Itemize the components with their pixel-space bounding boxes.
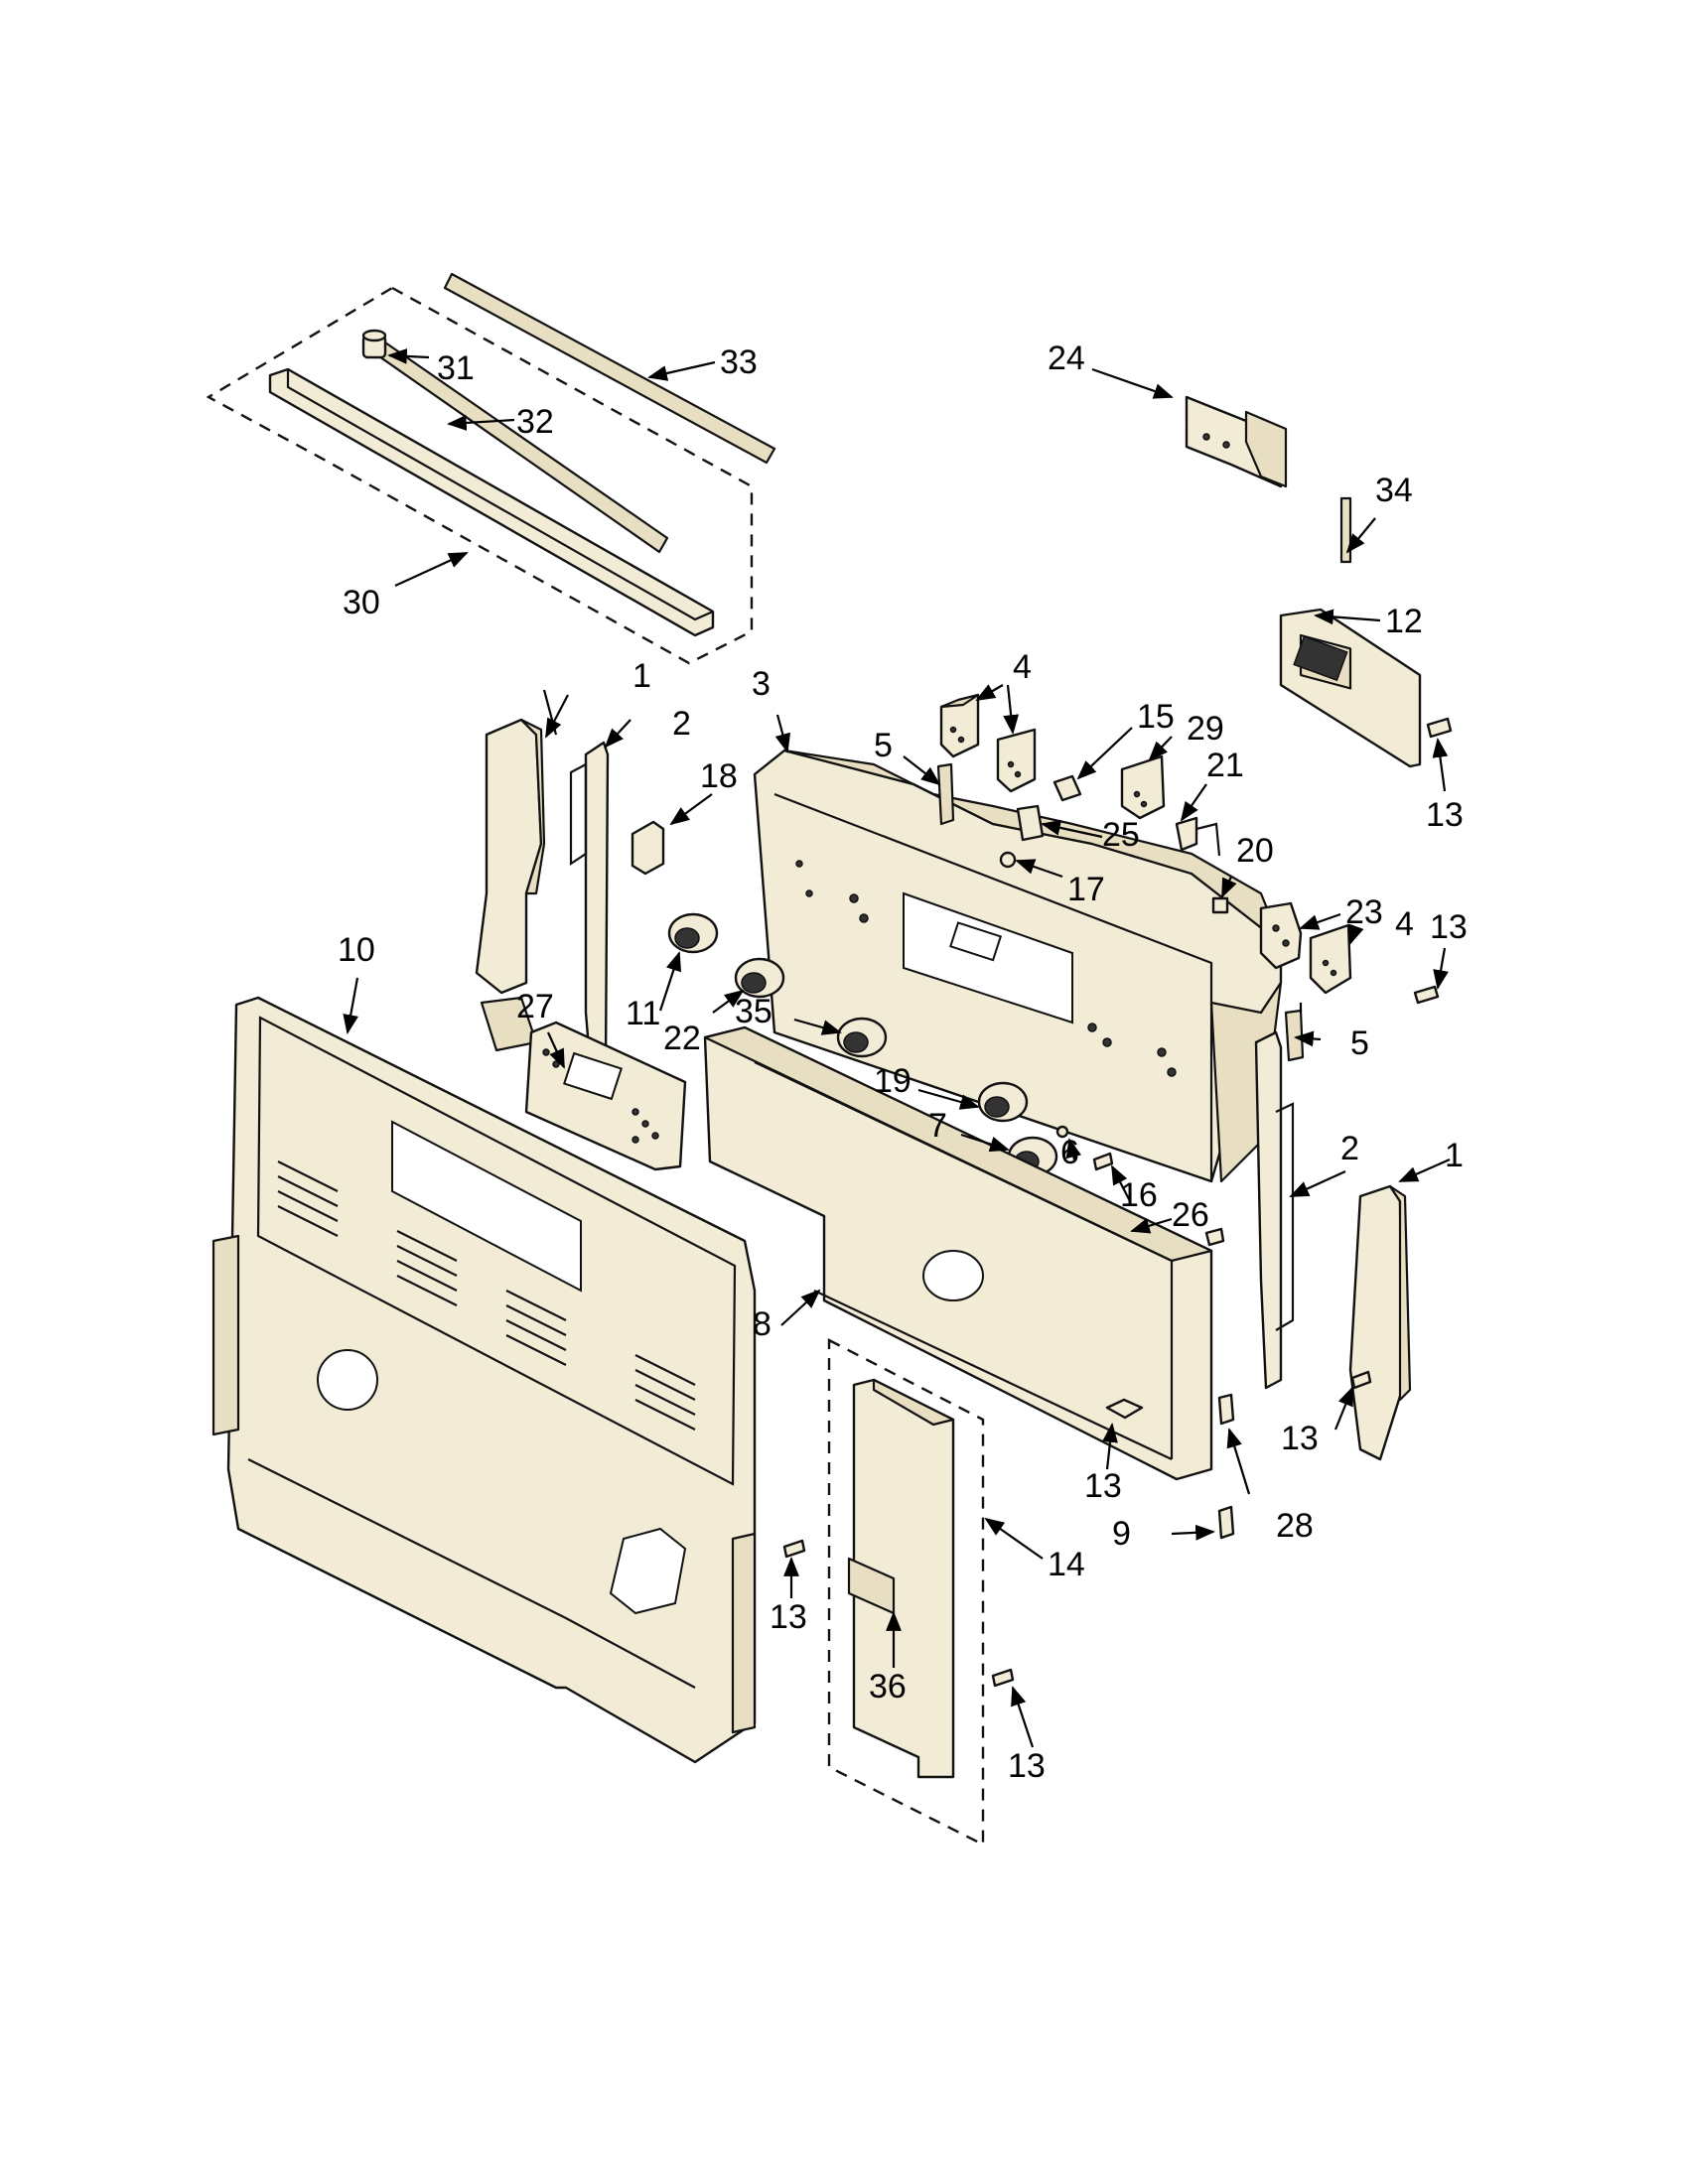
callout-11: 11 [626, 995, 660, 1032]
callout-18: 18 [700, 757, 738, 795]
callout-labels: 33 31 32 30 24 34 12 13 4 15 29 21 5 25 … [338, 340, 1468, 1785]
callout-4-b: 4 [1395, 905, 1414, 943]
callout-17: 17 [1067, 871, 1105, 908]
control-board-24 [1185, 395, 1288, 488]
switch-29 [1120, 754, 1166, 820]
end-bracket-2-left [569, 741, 610, 1074]
callout-7: 7 [928, 1107, 947, 1145]
part-18 [631, 820, 665, 876]
part-15 [1052, 774, 1082, 802]
screw-9b [1217, 1505, 1235, 1540]
part-20 [1211, 896, 1229, 914]
callout-8: 8 [753, 1305, 772, 1343]
callout-28: 28 [1276, 1507, 1314, 1545]
callout-13-d: 13 [1281, 1420, 1319, 1457]
screw-13b [1413, 985, 1440, 1005]
relay-23 [1259, 901, 1303, 970]
callout-1-b: 1 [1445, 1137, 1464, 1174]
part-6 [1055, 1125, 1069, 1139]
callout-13-c: 13 [1084, 1467, 1122, 1505]
wire-5b [1284, 1009, 1305, 1062]
callout-19: 19 [874, 1062, 912, 1100]
screw-16 [1092, 1152, 1114, 1171]
shroud-26 [703, 1025, 1213, 1481]
end-bracket-2-right [1254, 1030, 1295, 1390]
callout-22: 22 [663, 1020, 701, 1057]
callout-36: 36 [869, 1668, 907, 1706]
switch-4b [996, 728, 1037, 793]
leader-lines [343, 347, 1451, 1748]
callout-13-e: 13 [770, 1598, 807, 1636]
trim-assembly-30 [206, 272, 776, 665]
callout-32: 32 [516, 403, 554, 441]
callout-25: 25 [1102, 816, 1140, 854]
callout-33: 33 [720, 343, 758, 381]
callout-14: 14 [1048, 1546, 1085, 1583]
screw-13f [991, 1668, 1015, 1688]
callout-9: 9 [1112, 1515, 1131, 1553]
screw-28 [1217, 1393, 1235, 1426]
screw-13a [1426, 717, 1453, 739]
callout-27: 27 [516, 988, 554, 1025]
callout-34: 34 [1375, 472, 1413, 509]
end-cap-1-right [1348, 1184, 1412, 1461]
callout-31: 31 [437, 349, 475, 387]
callout-6: 6 [1060, 1134, 1079, 1171]
screw-17 [999, 851, 1017, 869]
vent-hole [317, 1349, 378, 1411]
callout-35: 35 [735, 993, 772, 1030]
callout-2-b: 2 [1340, 1130, 1359, 1167]
callout-12: 12 [1385, 603, 1423, 640]
back-panel-10 [211, 996, 757, 1764]
channel-14 [827, 1338, 985, 1846]
display-board-27 [480, 996, 687, 1171]
sensor-21 [1175, 816, 1221, 857]
callout-21: 21 [1206, 747, 1244, 784]
callout-29: 29 [1187, 710, 1224, 748]
callout-26: 26 [1172, 1196, 1209, 1234]
switch-4c [1309, 923, 1352, 995]
callout-13-f: 13 [1008, 1747, 1046, 1785]
shroud-cutout [922, 1250, 984, 1301]
callout-1-a: 1 [632, 657, 651, 695]
trim-33 [443, 272, 776, 465]
callout-13-b: 13 [1430, 908, 1468, 946]
callout-16: 16 [1120, 1176, 1158, 1214]
callout-3: 3 [752, 665, 771, 703]
callout-4-a: 4 [1013, 648, 1032, 686]
louvers [277, 1160, 696, 1431]
rod-34 [1339, 496, 1352, 564]
callout-5-a: 5 [874, 727, 893, 764]
callout-20: 20 [1236, 832, 1274, 870]
callout-2-a: 2 [672, 705, 691, 743]
callout-24: 24 [1048, 340, 1085, 377]
callout-30: 30 [343, 584, 380, 621]
screw-9 [1204, 1227, 1225, 1247]
end-cap-1-left [475, 718, 546, 995]
wire-5a [936, 762, 955, 826]
callout-23: 23 [1345, 893, 1383, 931]
screw-13d [1350, 1370, 1372, 1390]
callout-10: 10 [338, 931, 375, 969]
callout-13-a: 13 [1426, 796, 1464, 834]
bracket-25 [1016, 804, 1045, 842]
switch-4a [939, 693, 980, 758]
screw-13e [782, 1539, 806, 1559]
callout-15: 15 [1137, 698, 1175, 736]
screw-13c [1105, 1398, 1144, 1420]
callout-5-b: 5 [1350, 1024, 1369, 1062]
